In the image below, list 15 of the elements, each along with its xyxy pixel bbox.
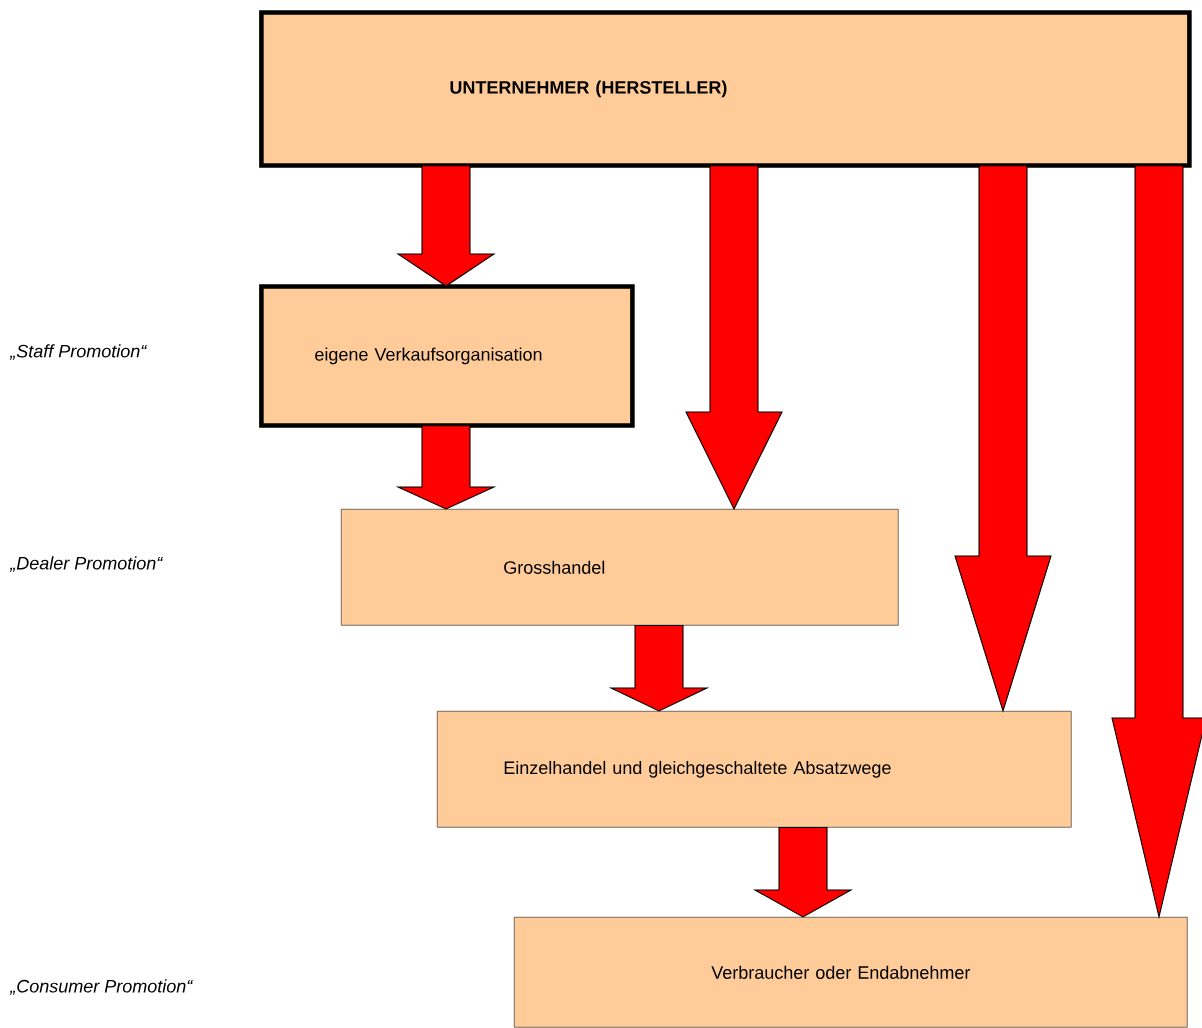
block-arrow	[608, 625, 710, 712]
row-label: „Consumer Promotion“	[9, 979, 194, 995]
block-arrow	[1111, 165, 1202, 920]
block-arrow	[685, 165, 783, 511]
block-arrow	[954, 165, 1052, 713]
process-box: eigene Verkaufsorganisation	[259, 284, 635, 428]
block-arrow	[396, 165, 496, 287]
process-box: UNTERNEHMER (HERSTELLER)	[259, 10, 1192, 168]
process-box: Grosshandel	[341, 509, 899, 626]
process-box: Verbraucher oder Endabnehmer	[514, 917, 1188, 1028]
process-box: Einzelhandel und gleichgeschaltete Absatzwege	[437, 711, 1072, 828]
block-arrow	[752, 827, 854, 918]
row-label: „Staff Promotion“	[9, 344, 148, 360]
block-arrow	[395, 425, 497, 510]
row-label: „Dealer Promotion“	[9, 556, 164, 572]
